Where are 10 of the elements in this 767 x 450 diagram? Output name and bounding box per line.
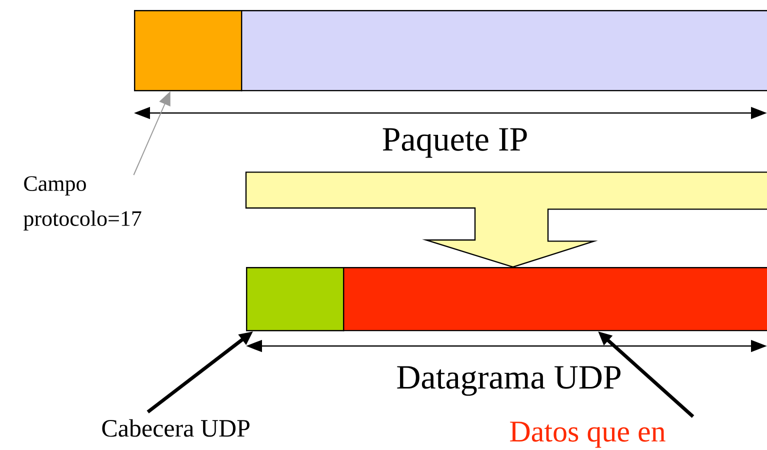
block-arrow xyxy=(245,172,767,268)
data-field xyxy=(343,267,767,332)
header-field xyxy=(246,267,344,332)
header-field xyxy=(134,10,242,92)
callout-text: Campo protocolo=17 xyxy=(24,176,142,230)
dimension-label: Paquete IP xyxy=(382,128,527,158)
payload-field xyxy=(241,10,767,92)
callout-text: Datos que en xyxy=(510,422,666,448)
dimension-label: Datagrama UDP xyxy=(397,366,620,396)
callout-text: Cabecera UDP xyxy=(102,419,250,437)
